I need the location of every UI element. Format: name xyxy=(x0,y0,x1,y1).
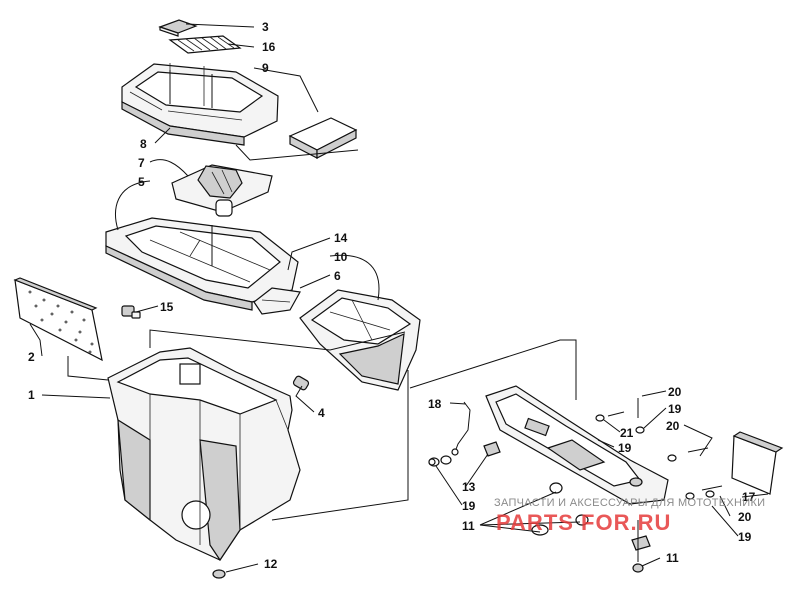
callout-17: 17 xyxy=(742,490,756,504)
callout-21: 21 xyxy=(620,426,634,440)
callout-10: 10 xyxy=(334,250,348,264)
callout-14: 14 xyxy=(334,231,348,245)
part-7-intake-cover xyxy=(171,164,273,217)
callout-15: 15 xyxy=(160,300,174,314)
callout-19-mid: 19 xyxy=(618,441,632,455)
part-17-filter-pad xyxy=(731,431,784,495)
callout-19-left: 19 xyxy=(462,499,476,513)
part-10-duct xyxy=(299,289,421,391)
watermark: ЗАПЧАСТИ И АКСЕССУАРЫ ДЛЯ МОТОТЕХНИКИ PA… xyxy=(494,497,765,535)
part-1-housing xyxy=(107,347,301,562)
callout-4: 4 xyxy=(318,406,325,420)
callout-5: 5 xyxy=(138,175,145,189)
part-12-drain-cap xyxy=(212,569,226,579)
callout-2: 2 xyxy=(28,350,35,364)
watermark-brand: PARTS FOR.RU xyxy=(496,510,671,535)
assembly-guide-lines xyxy=(67,70,639,562)
part-15-sensor xyxy=(121,305,141,319)
callout-20-low: 20 xyxy=(738,510,752,524)
part-6-gasket xyxy=(253,287,301,315)
callout-18: 18 xyxy=(428,397,442,411)
part-8-cover xyxy=(121,63,279,146)
callout-8: 8 xyxy=(140,137,147,151)
callout-16: 16 xyxy=(262,40,276,54)
part-17-bracket xyxy=(485,385,669,505)
hardware-fasteners xyxy=(428,398,723,573)
callout-19-upper: 19 xyxy=(668,402,682,416)
part-4-fitting xyxy=(292,375,310,391)
callout-3: 3 xyxy=(262,20,269,34)
part-9-filter-pad xyxy=(288,117,358,159)
callout-6: 6 xyxy=(334,269,341,283)
callout-20-mid: 20 xyxy=(666,419,680,433)
callout-19-low: 19 xyxy=(738,530,752,544)
callout-1: 1 xyxy=(28,388,35,402)
callout-9: 9 xyxy=(262,61,269,75)
part-3-cap xyxy=(158,19,198,37)
callout-7: 7 xyxy=(138,156,145,170)
callout-11-bottom: 11 xyxy=(666,551,679,565)
leader-lines xyxy=(29,23,769,573)
callout-20-top: 20 xyxy=(668,385,682,399)
callout-12: 12 xyxy=(264,557,278,571)
part-5-base-plate xyxy=(105,217,299,311)
callout-numbers: 3 16 9 8 7 5 14 10 6 15 2 1 4 12 18 13 1… xyxy=(28,20,756,571)
part-2-side-filter xyxy=(13,277,103,362)
part-18-rod xyxy=(451,401,471,456)
callout-11-left: 11 xyxy=(462,519,475,533)
callout-13: 13 xyxy=(462,480,476,494)
part-16-grille xyxy=(168,35,242,54)
watermark-caption: ЗАПЧАСТИ И АКСЕССУАРЫ ДЛЯ МОТОТЕХНИКИ xyxy=(494,497,765,509)
